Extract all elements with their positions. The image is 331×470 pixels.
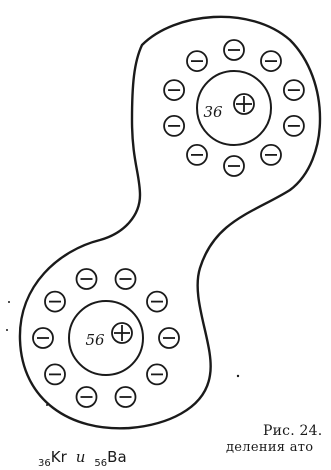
- upper-nucleus: 36: [164, 40, 304, 176]
- formula-conjunction: и: [76, 448, 86, 466]
- lower-nucleus-core: [69, 301, 143, 375]
- upper-nucleus-charge: 36: [203, 103, 223, 121]
- electron-minus-icon: [224, 40, 244, 60]
- electron-minus-icon: [147, 292, 167, 312]
- electron-minus-icon: [224, 156, 244, 176]
- lower-electron-shell: [33, 269, 179, 407]
- electron-minus-icon: [116, 387, 136, 407]
- electron-minus-icon: [187, 145, 207, 165]
- krypton-atomic-number: 36: [38, 458, 51, 469]
- figure-caption-subtitle: деления ато: [226, 440, 313, 455]
- electron-minus-icon: [116, 269, 136, 289]
- barium-atomic-number: 56: [94, 458, 107, 469]
- electron-minus-icon: [45, 364, 65, 384]
- electron-minus-icon: [261, 51, 281, 71]
- print-speck: [8, 301, 10, 303]
- upper-plus-icon: [234, 94, 254, 114]
- electron-minus-icon: [187, 51, 207, 71]
- electron-minus-icon: [284, 80, 304, 100]
- lower-nucleus-charge: 56: [85, 331, 105, 349]
- electron-minus-icon: [164, 116, 184, 136]
- krypton-symbol: Kr: [51, 448, 67, 466]
- electron-minus-icon: [164, 80, 184, 100]
- electron-minus-icon: [33, 328, 53, 348]
- electron-minus-icon: [261, 145, 281, 165]
- electron-minus-icon: [45, 292, 65, 312]
- figure-caption-title: Рис. 24.: [263, 423, 322, 439]
- electron-minus-icon: [284, 116, 304, 136]
- print-speck: [46, 404, 48, 406]
- barium-symbol: Ba: [107, 448, 126, 466]
- electron-minus-icon: [77, 387, 97, 407]
- print-speck: [6, 329, 8, 331]
- electron-minus-icon: [147, 364, 167, 384]
- lower-nucleus: 56: [33, 269, 179, 407]
- lower-plus-icon: [112, 323, 132, 343]
- electron-minus-icon: [159, 328, 179, 348]
- nucleus-outline: [20, 17, 320, 429]
- electron-minus-icon: [77, 269, 97, 289]
- print-speck: [237, 375, 239, 377]
